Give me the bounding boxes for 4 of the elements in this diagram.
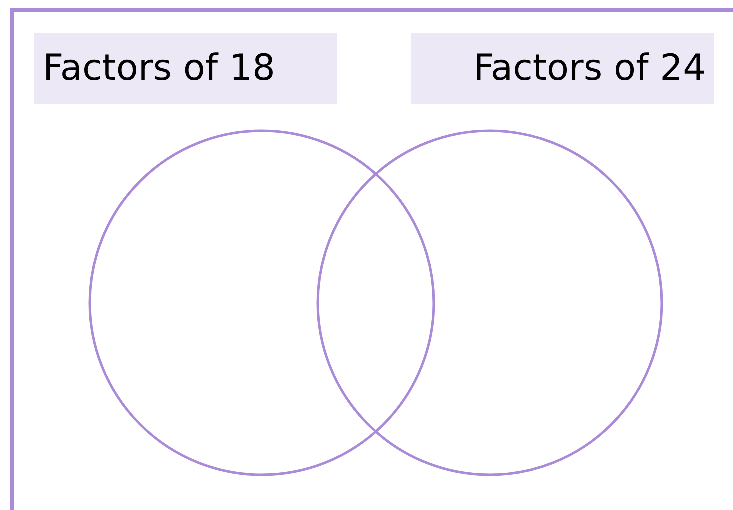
heading-text: Factors of 18 — [43, 48, 276, 89]
venn-circle — [316, 129, 664, 477]
heading-text: Factors of 24 — [474, 48, 706, 89]
venn-circle — [88, 129, 436, 477]
